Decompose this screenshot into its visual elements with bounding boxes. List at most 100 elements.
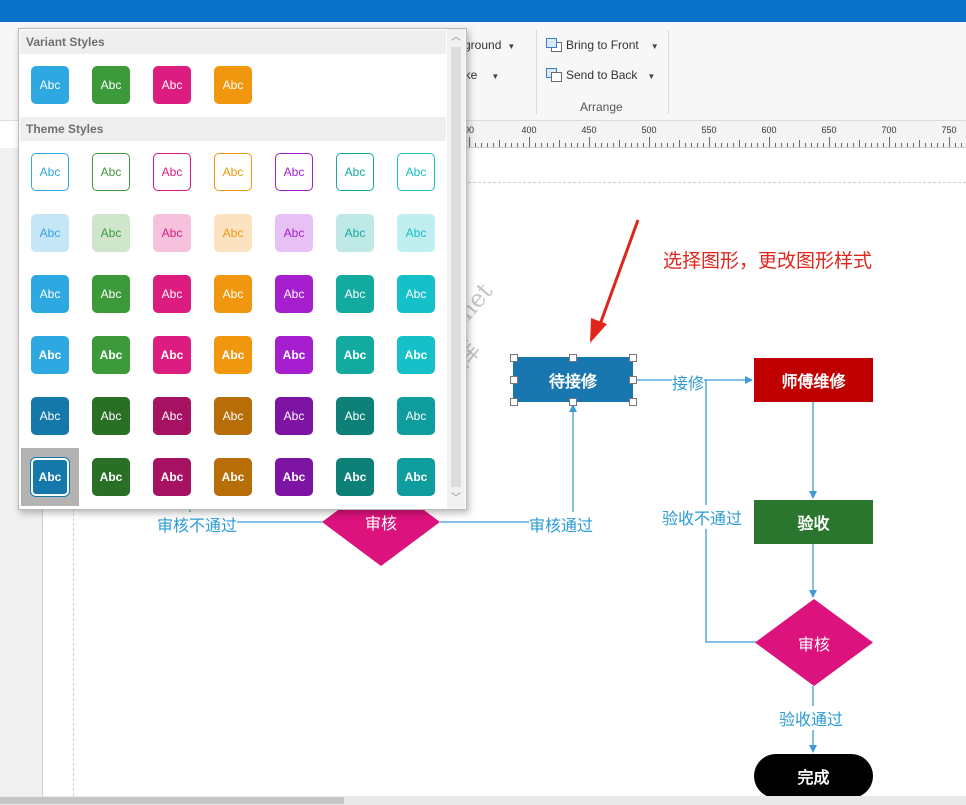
ruler-tick	[775, 143, 776, 147]
theme-style-swatch[interactable]: Abc	[31, 214, 69, 252]
theme-style-swatch[interactable]: Abc	[275, 275, 313, 313]
theme-style-swatch[interactable]: Abc	[214, 214, 252, 252]
node-master-repair[interactable]: 师傅维修	[754, 358, 873, 402]
theme-style-swatch[interactable]: Abc	[214, 153, 252, 191]
ruler-tick	[841, 143, 842, 147]
resize-handle[interactable]	[510, 354, 518, 362]
ruler-tick	[829, 137, 830, 147]
ruler-tick	[655, 143, 656, 147]
resize-handle[interactable]	[629, 354, 637, 362]
theme-style-swatch[interactable]: Abc	[31, 336, 69, 374]
variant-style-swatch[interactable]: Abc	[153, 66, 191, 104]
ruler-tick	[799, 140, 800, 147]
ruler-tick	[733, 143, 734, 147]
ruler-tick	[955, 143, 956, 147]
ruler-tick	[859, 140, 860, 147]
annotation-text: 选择图形，更改图形样式	[663, 251, 873, 272]
gallery-scrollbar-thumb[interactable]	[451, 47, 461, 487]
ruler-tick	[739, 140, 740, 147]
theme-style-swatch[interactable]: Abc	[397, 397, 435, 435]
theme-style-swatch[interactable]: Abc	[275, 214, 313, 252]
theme-style-swatch[interactable]: Abc	[214, 397, 252, 435]
theme-style-swatch[interactable]: Abc	[214, 458, 252, 496]
ruler-tick	[715, 143, 716, 147]
theme-style-swatch[interactable]: Abc	[397, 214, 435, 252]
theme-style-swatch[interactable]: Abc	[336, 153, 374, 191]
ruler-tick	[853, 143, 854, 147]
variant-style-swatch[interactable]: Abc	[31, 66, 69, 104]
variant-style-swatch[interactable]: Abc	[92, 66, 130, 104]
ruler-tick	[895, 143, 896, 147]
ruler-tick	[595, 143, 596, 147]
theme-style-swatch[interactable]: Abc	[31, 397, 69, 435]
horizontal-scrollbar-thumb[interactable]	[0, 797, 344, 804]
theme-style-swatch[interactable]: Abc	[153, 458, 191, 496]
theme-style-swatch[interactable]: Abc	[92, 458, 130, 496]
theme-style-swatch[interactable]: Abc	[31, 153, 69, 191]
ruler-tick	[565, 143, 566, 147]
theme-style-swatch[interactable]: Abc	[214, 336, 252, 374]
resize-handle[interactable]	[629, 376, 637, 384]
ruler-tick	[961, 143, 962, 147]
theme-style-swatch[interactable]: Abc	[31, 458, 69, 496]
ruler-tick	[619, 140, 620, 147]
theme-style-swatch[interactable]: Abc	[275, 397, 313, 435]
ruler-tick	[535, 143, 536, 147]
theme-style-swatch[interactable]: Abc	[397, 275, 435, 313]
theme-style-swatch[interactable]: Abc	[336, 458, 374, 496]
theme-style-swatch[interactable]: Abc	[153, 336, 191, 374]
theme-style-swatch[interactable]: Abc	[153, 275, 191, 313]
theme-style-swatch[interactable]: Abc	[336, 336, 374, 374]
theme-style-swatch[interactable]: Abc	[92, 336, 130, 374]
node-acceptance[interactable]: 验收	[754, 500, 873, 544]
theme-style-swatch[interactable]: Abc	[153, 153, 191, 191]
resize-handle[interactable]	[569, 354, 577, 362]
bring-to-front-button[interactable]: Bring to Front▼	[546, 38, 659, 52]
horizontal-scrollbar[interactable]	[0, 796, 966, 805]
theme-style-swatch[interactable]: Abc	[92, 275, 130, 313]
theme-style-swatch[interactable]: Abc	[31, 275, 69, 313]
theme-style-swatch[interactable]: Abc	[275, 336, 313, 374]
resize-handle[interactable]	[510, 376, 518, 384]
resize-handle[interactable]	[629, 398, 637, 406]
theme-style-swatch[interactable]: Abc	[397, 153, 435, 191]
ruler-tick	[811, 143, 812, 147]
theme-style-swatch[interactable]: Abc	[214, 275, 252, 313]
variant-styles-header: Variant Styles	[20, 30, 446, 54]
ruler-tick	[625, 143, 626, 147]
theme-style-swatch[interactable]: Abc	[92, 153, 130, 191]
background-dropdown[interactable]: kground▼	[458, 38, 516, 52]
scroll-up-icon[interactable]: ︿	[451, 32, 461, 43]
theme-style-swatch[interactable]: Abc	[275, 458, 313, 496]
variant-style-swatch[interactable]: Abc	[214, 66, 252, 104]
send-to-back-button[interactable]: Send to Back▼	[546, 68, 655, 82]
node-done[interactable]: 完成	[754, 754, 873, 798]
theme-style-swatch[interactable]: Abc	[92, 214, 130, 252]
theme-style-swatch[interactable]: Abc	[336, 214, 374, 252]
ruler-tick	[517, 143, 518, 147]
ruler-tick	[577, 143, 578, 147]
theme-style-swatch[interactable]: Abc	[92, 397, 130, 435]
theme-style-swatch[interactable]: Abc	[336, 397, 374, 435]
resize-handle[interactable]	[510, 398, 518, 406]
ruler-tick	[679, 140, 680, 147]
theme-style-swatch[interactable]: Abc	[153, 397, 191, 435]
node-pending-repair[interactable]: 待接修	[513, 357, 633, 402]
edge-label-review-fail: 审核不通过	[157, 512, 238, 536]
ruler-tick	[721, 143, 722, 147]
bring-to-front-icon	[546, 38, 562, 52]
caret-down-icon: ▼	[507, 42, 516, 51]
theme-style-swatch[interactable]: Abc	[397, 458, 435, 496]
ruler-tick	[871, 143, 872, 147]
resize-handle[interactable]	[569, 398, 577, 406]
theme-style-swatch[interactable]: Abc	[336, 275, 374, 313]
scroll-down-icon[interactable]: ﹀	[451, 493, 461, 504]
theme-style-swatch[interactable]: Abc	[397, 336, 435, 374]
ruler-tick	[793, 143, 794, 147]
gallery-scrollbar[interactable]: ︿ ﹀	[447, 29, 465, 509]
theme-style-swatch[interactable]: Abc	[153, 214, 191, 252]
ruler-number: 400	[521, 125, 537, 135]
theme-style-swatch[interactable]: Abc	[275, 153, 313, 191]
group-separator	[536, 30, 537, 114]
ruler-tick	[937, 143, 938, 147]
